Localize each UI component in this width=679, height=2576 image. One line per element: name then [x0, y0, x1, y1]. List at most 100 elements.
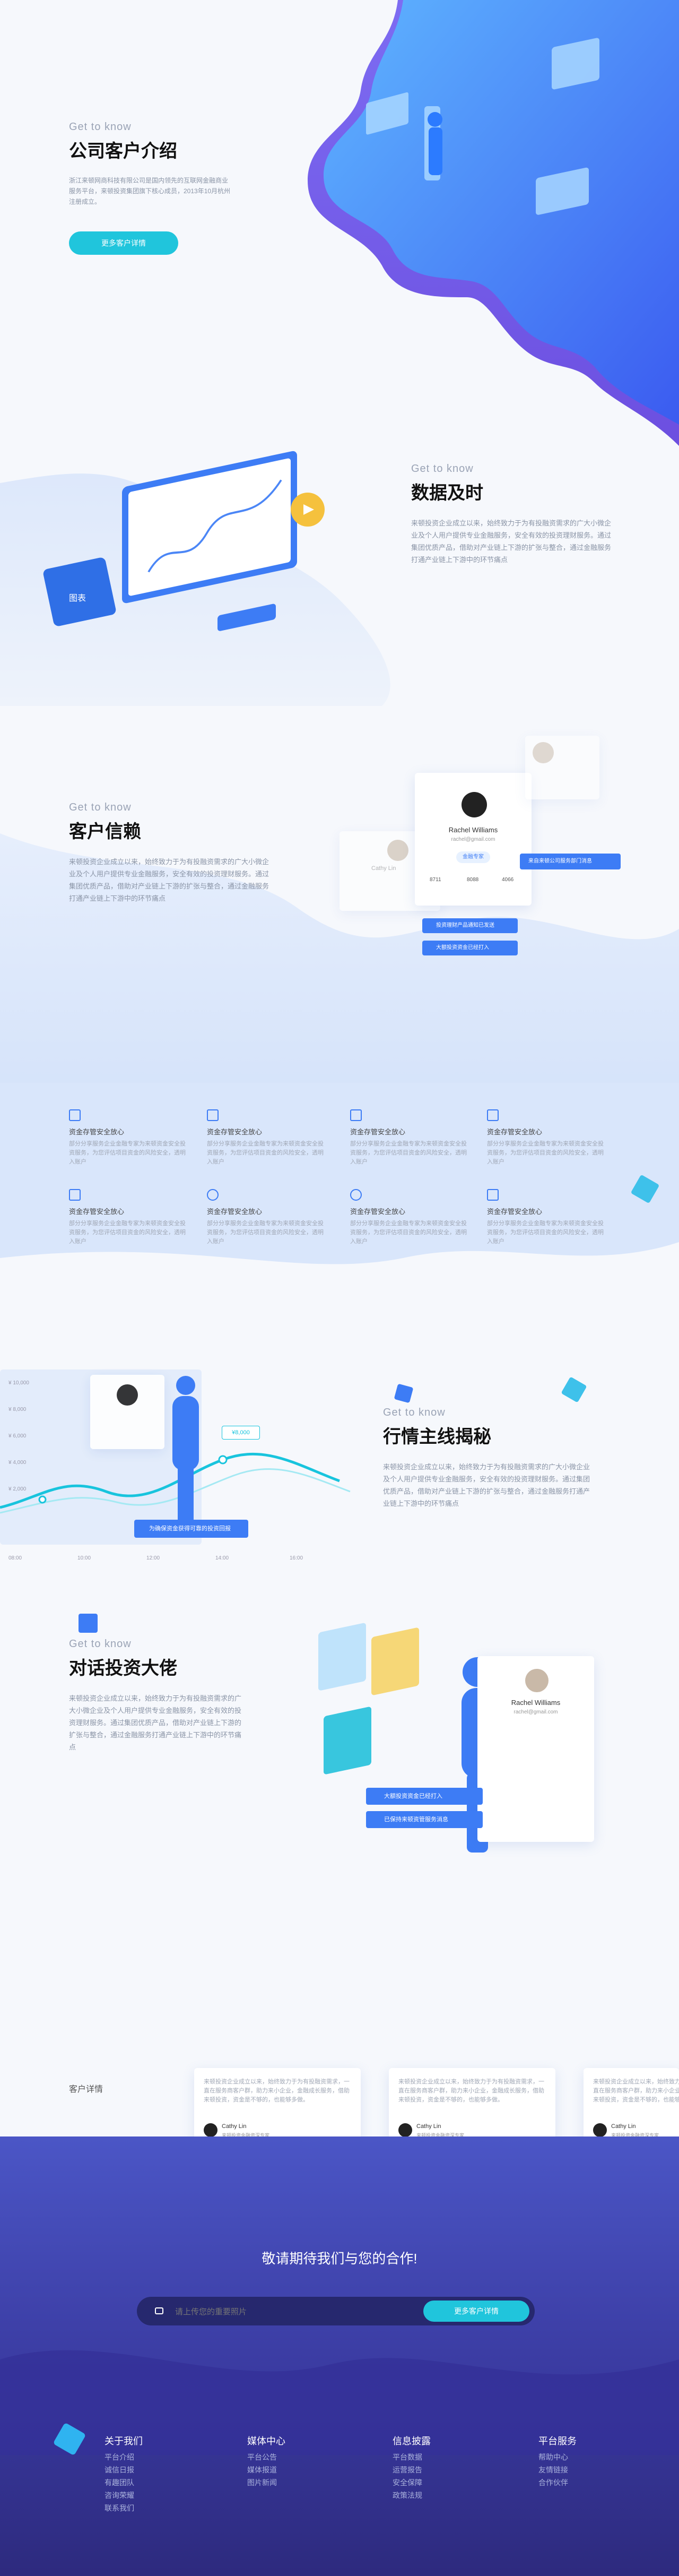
footer-link[interactable]: 有趣团队 — [105, 2478, 134, 2487]
feature-desc-8: 部分分享服务企业金融专家为来顿资金安全投资服务，为您评估项目资金的风险安全，透明… — [487, 1220, 604, 1245]
intro-desc: 浙江来顿网商科技有限公司是国内领先的互联网金融商业服务平台，来顿投资集团旗下核心… — [69, 177, 231, 205]
testimonial-role-1: 来顿投资金融资深专家 — [222, 2133, 270, 2138]
footer-link[interactable]: 安全保障 — [393, 2478, 422, 2487]
feature-title-5: 资金存管安全放心 — [69, 1208, 125, 1216]
trust-note-2[interactable]: 投资理财产品通知已发送 — [422, 918, 518, 933]
footer-column-title-1: 关于我们 — [105, 2436, 143, 2446]
trust-side-name: Cathy Lin — [371, 865, 396, 872]
y-label-3: ¥ 6,000 — [8, 1433, 27, 1439]
trust-profile-card: Rachel Williams rachel@gmail.com 金融专家 87… — [415, 773, 532, 906]
footer-link[interactable]: 咨询荣耀 — [105, 2491, 134, 2500]
cta-title: 敬请期待我们与您的合作! — [262, 2251, 417, 2267]
trust-note-2-text: 投资理财产品通知已发送 — [436, 923, 494, 928]
profile-stat-3: 4066 — [502, 877, 514, 883]
data-eyebrow: Get to know — [411, 463, 474, 475]
decorative-cube-icon — [394, 1383, 414, 1403]
camera-icon — [155, 2307, 163, 2314]
dialog-note-2[interactable]: 已保持来顿资管服务消息 — [366, 1811, 483, 1828]
dialog-eyebrow: Get to know — [69, 1638, 132, 1650]
footer-column-4: 平台服务 帮助中心 友情链接 合作伙伴 — [538, 2434, 645, 2489]
footer-link[interactable]: 友情链接 — [538, 2466, 568, 2474]
trust-note-3[interactable]: 大额投资资金已经打入 — [422, 941, 518, 955]
trust-background-blob — [0, 833, 679, 1099]
market-desc: 来顿投资企业成立以来，始终致力于为有投融资需求的广大小微企业及个人用户提供专业金… — [383, 1463, 590, 1507]
footer-column-title-2: 媒体中心 — [247, 2436, 285, 2446]
footer-link[interactable]: 平台数据 — [393, 2453, 422, 2461]
users-icon — [207, 1189, 219, 1201]
profile-name: Rachel Williams — [448, 826, 498, 834]
footer-link[interactable]: 帮助中心 — [538, 2453, 568, 2461]
avatar — [387, 840, 408, 861]
trust-note-1-text: 来自来顿公司服务部门消息 — [528, 858, 592, 864]
hero-blob-illustration — [308, 0, 679, 446]
dialog-note-1[interactable]: 大额投资资金已经打入 — [366, 1788, 483, 1805]
market-profile-card — [90, 1375, 164, 1449]
profile-tag-button[interactable]: 金融专家 — [456, 851, 490, 863]
avatar — [204, 2123, 217, 2137]
footer-column-1: 关于我们 平台介绍 诚信日报 有趣团队 咨询荣耀 联系我们 — [105, 2434, 211, 2514]
card-icon — [69, 1189, 81, 1201]
profile-stat-1: 8711 — [430, 877, 441, 883]
avatar — [593, 2123, 607, 2137]
data-desc: 来顿投资企业成立以来，始终致力于为有投融资需求的广大小微企业及个人用户提供专业金… — [411, 519, 612, 564]
decorative-cube-icon — [79, 1614, 98, 1633]
testimonial-text-1: 来顿投资企业成立以来，始终致力于为有投融资需求，一直在服务商客户群，助力来小企业… — [204, 2079, 350, 2103]
cta-submit-button[interactable]: 更多客户详情 — [423, 2301, 529, 2322]
cta-upload-input[interactable] — [174, 2303, 399, 2320]
footer-link[interactable]: 诚信日报 — [105, 2466, 134, 2474]
trust-eyebrow: Get to know — [69, 802, 132, 813]
sun-icon — [350, 1189, 362, 1201]
market-info-bar[interactable]: 为确保资金获得可靠的投资回报 — [134, 1520, 248, 1538]
market-eyebrow: Get to know — [383, 1407, 446, 1418]
feature-title-6: 资金存管安全放心 — [207, 1208, 263, 1216]
cta-upload-bar: 更多客户详情 — [137, 2297, 535, 2325]
footer-column-2: 媒体中心 平台公告 媒体报道 图片新闻 — [247, 2434, 353, 2489]
avatar — [462, 792, 487, 817]
features-section: 资金存管安全放心 部分分享服务企业金融专家为来顿资金安全投资服务，为您评估项目资… — [0, 1083, 679, 1279]
market-section: ¥ 10,000 ¥ 8,000 ¥ 6,000 ¥ 4,000 ¥ 2,000… — [0, 1306, 679, 1603]
monitor-badge: 图表 — [69, 594, 86, 603]
line-chart-icon — [69, 1109, 81, 1121]
testimonial-name-2: Cathy Lin — [416, 2123, 441, 2130]
avatar — [398, 2123, 412, 2137]
profile-stat-2: 8088 — [467, 877, 479, 883]
footer-link[interactable]: 合作伙伴 — [538, 2478, 568, 2487]
market-line-chart — [0, 1376, 351, 1534]
feature-desc-5: 部分分享服务企业金融专家为来顿资金安全投资服务，为您评估项目资金的风险安全，透明… — [69, 1220, 186, 1245]
feature-item-3: 资金存管安全放心 部分分享服务企业金融专家为来顿资金安全投资服务，为您评估项目资… — [350, 1109, 472, 1167]
testimonial-card-2: 来顿投资企业成立以来，始终致力于为有投融资需求，一直在服务商客户群，助力来小企业… — [389, 2068, 555, 2144]
trust-note-1[interactable]: 来自来顿公司服务部门消息 — [520, 854, 621, 869]
x-label-4: 14:00 — [215, 1555, 229, 1561]
trust-desc: 来顿投资企业成立以来，始终致力于为有投融资需求的广大小微企业及个人用户提供专业金… — [69, 858, 269, 902]
footer-link[interactable]: 政策法规 — [393, 2491, 422, 2500]
testimonial-role-3: 来顿投资金融资深专家 — [611, 2133, 659, 2138]
dialog-note-2-text: 已保持来顿资管服务消息 — [384, 1816, 448, 1823]
footer-link[interactable]: 联系我们 — [105, 2504, 134, 2512]
feature-desc-4: 部分分享服务企业金融专家为来顿资金安全投资服务，为您评估项目资金的风险安全，透明… — [487, 1141, 604, 1165]
footer-link[interactable]: 平台公告 — [247, 2453, 277, 2461]
feature-item-4: 资金存管安全放心 部分分享服务企业金融专家为来顿资金安全投资服务，为您评估项目资… — [487, 1109, 609, 1167]
testimonial-text-2: 来顿投资企业成立以来，始终致力于为有投融资需求，一直在服务商客户群，助力来小企业… — [398, 2079, 544, 2103]
y-label-2: ¥ 8,000 — [8, 1407, 27, 1412]
database-icon — [487, 1109, 499, 1121]
footer-link[interactable]: 运营报告 — [393, 2466, 422, 2474]
footer-section: 敬请期待我们与您的合作! 更多客户详情 关于我们 平台介绍 诚信日报 有趣团队 … — [0, 2136, 679, 2576]
footer-link[interactable]: 媒体报道 — [247, 2466, 277, 2474]
testimonials-title: 客户详情 — [69, 2085, 103, 2094]
testimonials-section: 客户详情 来顿投资企业成立以来，始终致力于为有投融资需求，一直在服务商客户群，助… — [0, 2060, 679, 2160]
dialog-title: 对话投资大佬 — [69, 1658, 177, 1678]
decorative-cube-icon — [561, 1376, 587, 1403]
feature-title-4: 资金存管安全放心 — [487, 1128, 543, 1136]
footer-link[interactable]: 图片新闻 — [247, 2478, 277, 2487]
footer-column-3: 信息披露 平台数据 运营报告 安全保障 政策法规 — [393, 2434, 499, 2502]
dialog-profile-name: Rachel Williams — [511, 1699, 561, 1707]
wallet-icon — [207, 1109, 219, 1121]
feature-title-7: 资金存管安全放心 — [350, 1208, 406, 1216]
footer-wave — [0, 2350, 679, 2455]
footer-link[interactable]: 平台介绍 — [105, 2453, 134, 2461]
dialog-profile-card: Rachel Williams rachel@gmail.com — [477, 1656, 594, 1842]
testimonial-role-2: 来顿投资金融资深专家 — [416, 2133, 465, 2138]
intro-more-button[interactable]: 更多客户详情 — [69, 231, 178, 255]
feature-item-1: 资金存管安全放心 部分分享服务企业金融专家为来顿资金安全投资服务，为您评估项目资… — [69, 1109, 191, 1167]
feature-desc-3: 部分分享服务企业金融专家为来顿资金安全投资服务，为您评估项目资金的风险安全，透明… — [350, 1141, 467, 1165]
